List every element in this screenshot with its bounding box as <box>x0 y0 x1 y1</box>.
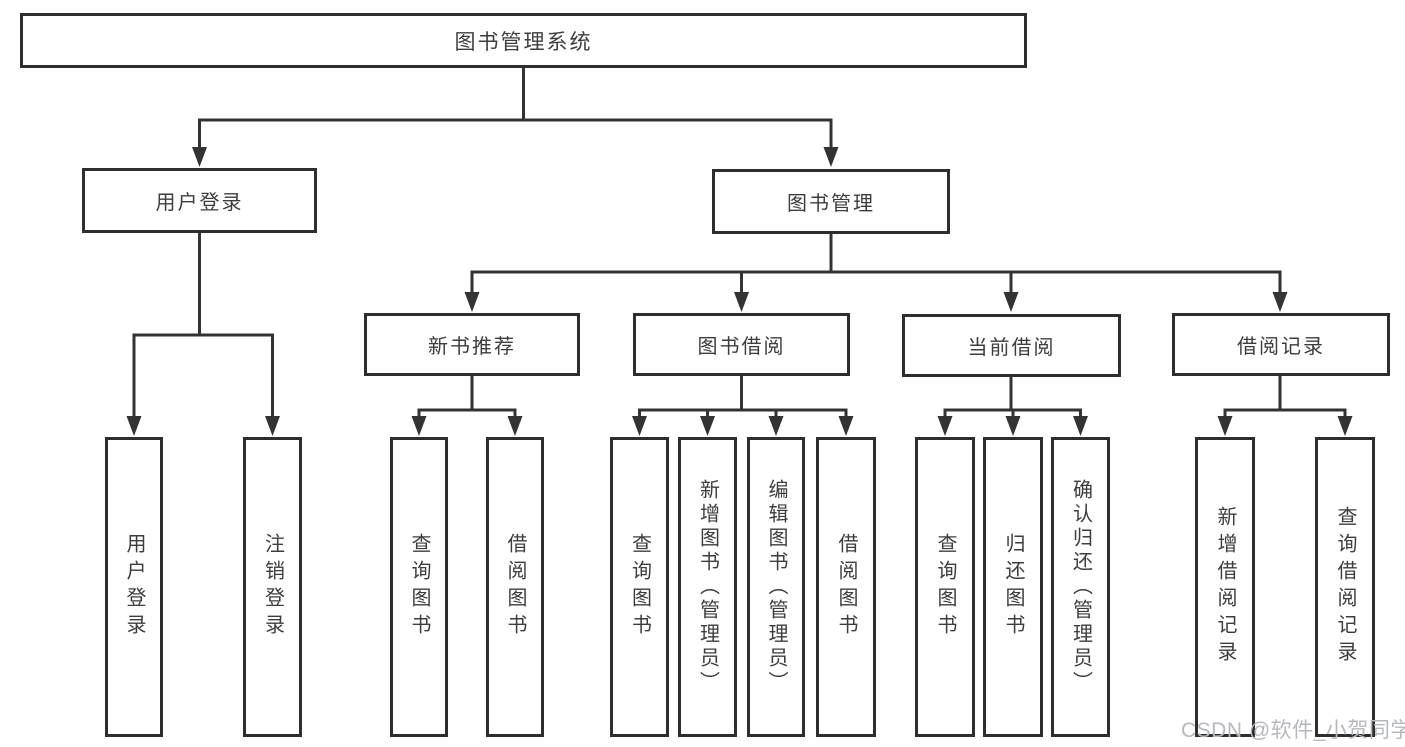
node-borrowing-records: 借阅记录 <box>1172 313 1390 376</box>
node-label: 借阅记录 <box>1237 336 1325 358</box>
leaf-label: 新增借阅记录 <box>1214 506 1236 668</box>
leaf-query-books-recommend: 查询图书 <box>390 437 448 737</box>
leaf-confirm-return-admin: 确认归还（管理员） <box>1051 437 1110 737</box>
leaf-add-borrow-record: 新增借阅记录 <box>1195 437 1255 737</box>
leaf-label: 确认归还（管理员） <box>1069 479 1092 695</box>
leaf-query-books-borrowing: 查询图书 <box>610 437 669 737</box>
leaf-borrow-books: 借阅图书 <box>816 437 876 737</box>
node-book-borrowing: 图书借阅 <box>633 313 850 376</box>
node-book-management: 图书管理 <box>712 169 950 234</box>
node-book-management-system: 图书管理系统 <box>20 13 1027 68</box>
leaf-label: 用户登录 <box>123 533 145 641</box>
leaf-label: 注销登录 <box>261 533 284 641</box>
leaf-add-books-admin: 新增图书（管理员） <box>678 437 737 737</box>
leaf-user-login: 用户登录 <box>105 437 163 737</box>
node-label: 当前借阅 <box>967 337 1056 359</box>
leaf-query-borrow-record: 查询借阅记录 <box>1315 437 1375 737</box>
node-user-login: 用户登录 <box>82 168 317 233</box>
leaf-label: 编辑图书（管理员） <box>765 479 787 695</box>
node-current-borrowing: 当前借阅 <box>902 314 1121 377</box>
leaf-label: 查询图书 <box>408 533 430 641</box>
leaf-label: 借阅图书 <box>504 533 526 641</box>
node-label: 图书管理系统 <box>454 30 593 54</box>
leaf-edit-books-admin: 编辑图书（管理员） <box>747 437 805 737</box>
node-label: 用户登录 <box>155 192 244 214</box>
leaf-label: 归还图书 <box>1002 533 1024 641</box>
leaf-label: 查询图书 <box>628 533 651 641</box>
leaf-query-books-current: 查询图书 <box>915 437 975 737</box>
csdn-watermark: CSDN @软件_小贺同学 <box>1181 719 1405 742</box>
leaf-label: 查询图书 <box>934 533 956 641</box>
leaf-label: 借阅图书 <box>835 533 857 641</box>
node-label: 图书借阅 <box>697 336 786 358</box>
leaf-label: 查询借阅记录 <box>1334 506 1356 668</box>
node-label: 新书推荐 <box>428 336 516 358</box>
node-new-book-recommendation: 新书推荐 <box>364 313 580 376</box>
leaf-borrow-books-recommend: 借阅图书 <box>486 437 544 737</box>
node-label: 图书管理 <box>787 193 875 215</box>
leaf-return-books: 归还图书 <box>983 437 1043 737</box>
connector-lines <box>132 68 1347 418</box>
leaf-logout: 注销登录 <box>243 437 302 737</box>
leaf-label: 新增图书（管理员） <box>696 479 719 695</box>
